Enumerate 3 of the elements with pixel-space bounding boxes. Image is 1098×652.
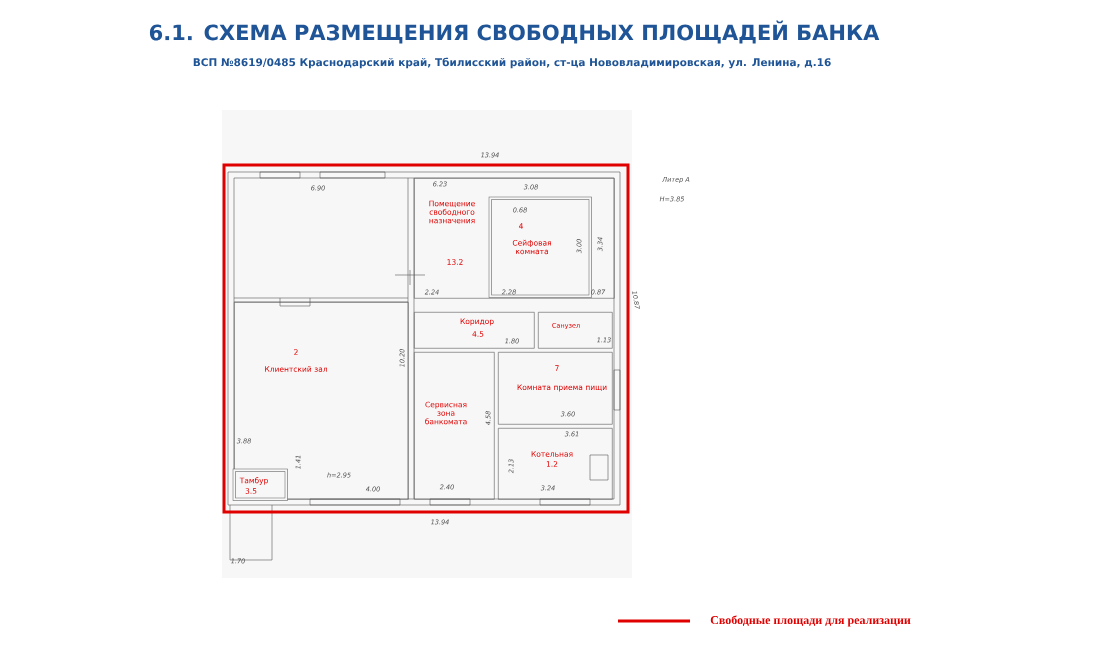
legend-text: Свободные площади для реализации <box>710 615 911 627</box>
title: 6.1. СХЕМА РАЗМЕЩЕНИЯ СВОБОДНЫХ ПЛОЩАДЕЙ БАНКА <box>149 20 880 44</box>
subtitle: ВСП №8619/0485 Краснодарский край, Тбилисский район, ст-ца Нововладимировская, ул. Ленина, д.16 <box>193 57 831 69</box>
